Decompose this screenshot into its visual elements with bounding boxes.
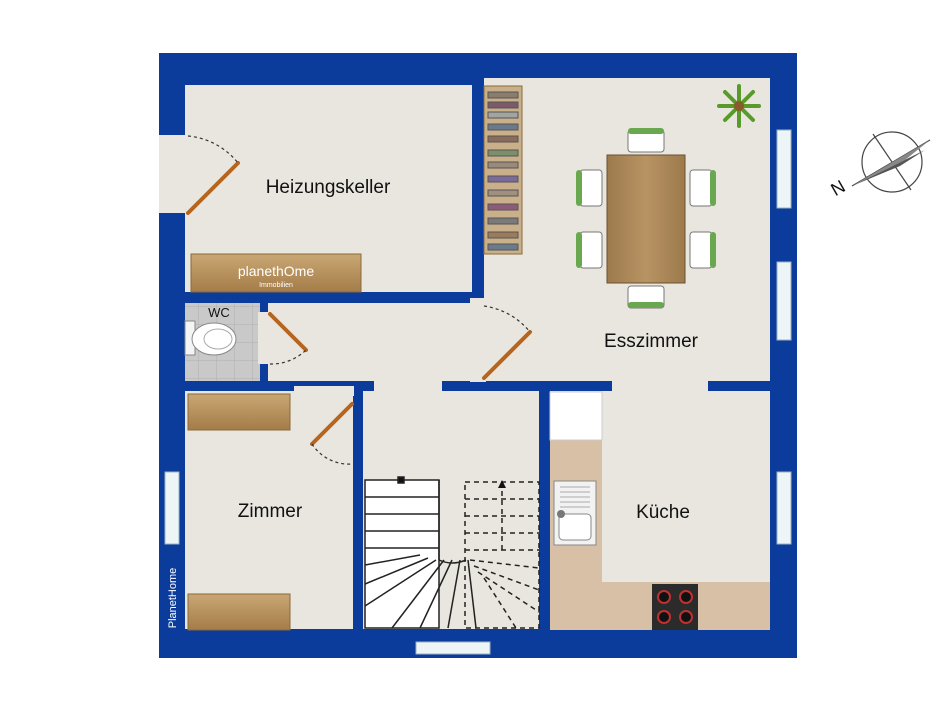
room-label-wc: WC	[208, 305, 230, 320]
cooktop	[652, 584, 698, 630]
side-brand-mark: PlanetHome	[167, 568, 179, 629]
windows	[164, 129, 792, 655]
stair-direction-arrow	[498, 480, 506, 488]
compass-north-label: N	[827, 176, 848, 200]
furniture	[184, 84, 761, 631]
logo-sub: Immobilien	[259, 282, 293, 289]
bookshelf	[483, 85, 523, 255]
kitchen-sink	[553, 480, 597, 546]
logo-main: planethOme	[238, 263, 314, 279]
room-label-esszimmer: Esszimmer	[604, 331, 699, 352]
staircase	[364, 476, 477, 629]
chairs	[579, 129, 713, 309]
logo-sideboard: planethOme Immobilien	[190, 253, 362, 293]
toilet	[184, 320, 237, 356]
compass: N	[827, 131, 931, 200]
room-label-kueche: Küche	[636, 502, 690, 523]
floor-areas	[159, 78, 770, 629]
doors	[186, 135, 532, 465]
room-label-heizungskeller: Heizungskeller	[266, 177, 391, 198]
dining-table	[606, 154, 686, 284]
plant	[717, 84, 761, 128]
compass-icon	[861, 131, 923, 193]
room-label-zimmer: Zimmer	[238, 501, 303, 522]
